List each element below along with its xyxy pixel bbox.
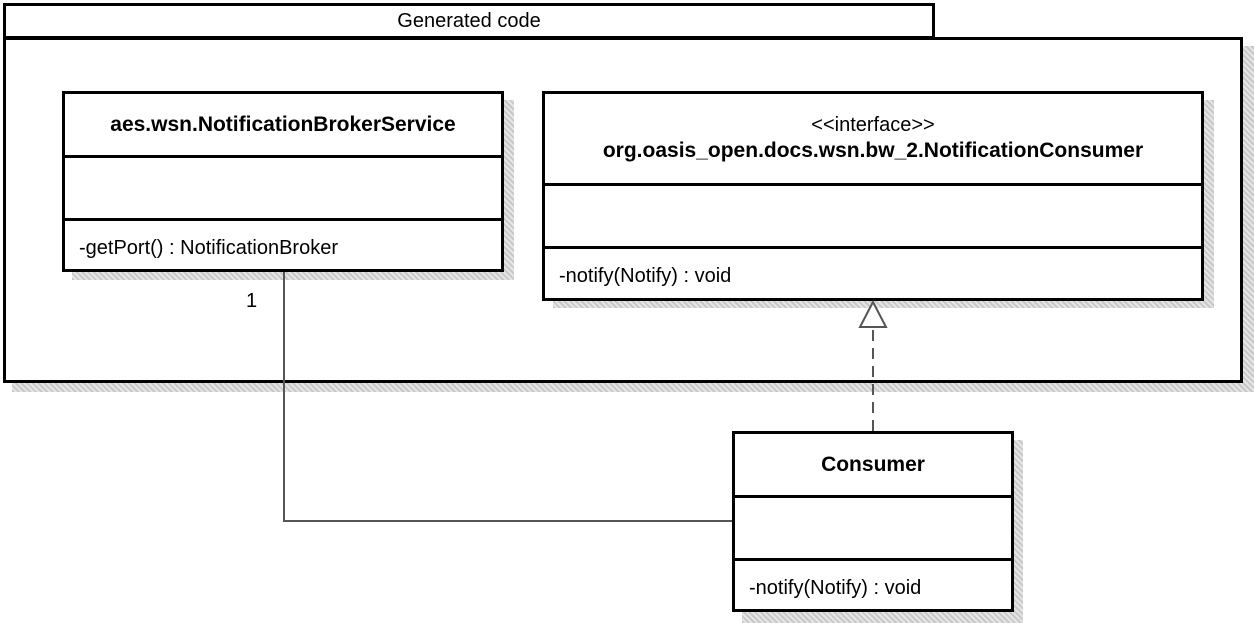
operation: -notify(Notify) : void xyxy=(559,265,732,287)
operations-compartment: -getPort() : NotificationBroker xyxy=(65,221,501,275)
multiplicity-label: 1 xyxy=(246,290,257,313)
association-line[interactable] xyxy=(283,272,732,522)
stereotype-label: <<interface>> xyxy=(811,114,935,136)
operation: -getPort() : NotificationBroker xyxy=(79,236,338,259)
operations-compartment: -notify(Notify) : void xyxy=(545,249,1201,304)
class-name-compartment: Consumer xyxy=(735,434,1011,498)
attributes-compartment xyxy=(735,498,1011,561)
class-consumer[interactable]: Consumer -notify(Notify) : void xyxy=(732,431,1014,612)
package-tab: Generated code xyxy=(3,3,935,39)
multiplicity-value: 1 xyxy=(246,290,258,312)
package-name: Generated code xyxy=(397,10,541,32)
class-name: aes.wsn.NotificationBrokerService xyxy=(110,112,456,136)
class-name-compartment: aes.wsn.NotificationBrokerService xyxy=(65,94,501,158)
interface-notification-consumer[interactable]: <<interface>> org.oasis_open.docs.wsn.bw… xyxy=(542,91,1204,301)
operations-compartment: -notify(Notify) : void xyxy=(735,561,1011,615)
class-name: org.oasis_open.docs.wsn.bw_2.Notificatio… xyxy=(602,139,1144,162)
class-name: Consumer xyxy=(821,452,925,476)
class-name-compartment: <<interface>> org.oasis_open.docs.wsn.bw… xyxy=(545,94,1201,186)
class-notification-broker-service[interactable]: aes.wsn.NotificationBrokerService -getPo… xyxy=(62,91,504,272)
attributes-compartment xyxy=(65,158,501,221)
operation: -notify(Notify) : void xyxy=(749,576,922,599)
attributes-compartment xyxy=(545,186,1201,249)
realization-arrowhead xyxy=(858,299,888,328)
